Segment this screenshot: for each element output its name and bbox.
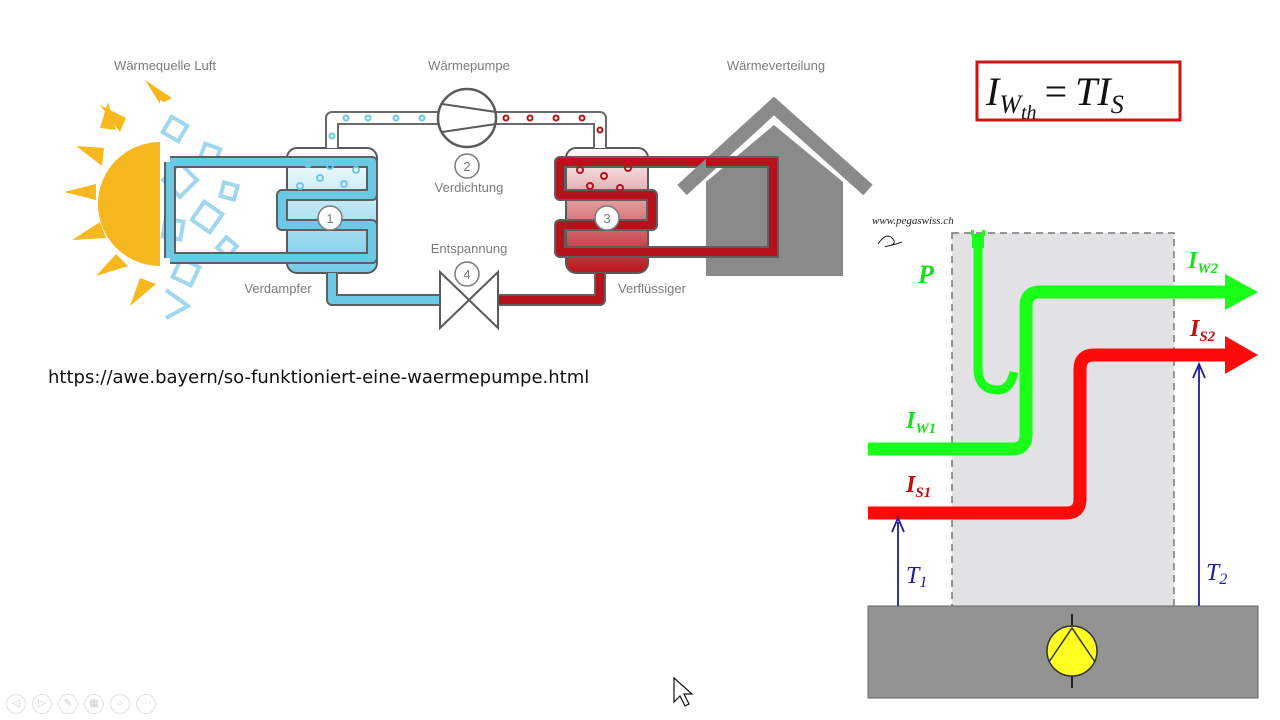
is1-sub: S1 xyxy=(915,485,931,501)
label-compression: Verdichtung xyxy=(435,180,504,195)
label-t2: T2 xyxy=(1206,560,1227,588)
plug-icon xyxy=(971,230,985,248)
step-1-number: 1 xyxy=(326,211,333,226)
iw2-main: I xyxy=(1187,248,1199,274)
more-options-icon[interactable]: ⋯ xyxy=(136,694,156,714)
entropy-flow-line xyxy=(868,348,1228,520)
iw1-main: I xyxy=(905,408,917,434)
expansion-valve-icon xyxy=(439,269,499,331)
mouse-cursor-icon xyxy=(673,676,694,707)
formula-text: IWth =TIS xyxy=(985,69,1124,124)
watermark-url: www.pegaswiss.ch xyxy=(872,215,954,227)
pump-icon xyxy=(1046,614,1098,688)
step-3-circle xyxy=(594,205,620,231)
energy-flow-diagram: T1 T2 P IW1 IW2 IS1 IS2 www.pegaswiss.ch xyxy=(867,215,1259,699)
step-2-circle xyxy=(454,153,480,179)
zoom-icon[interactable]: ⌕ xyxy=(110,694,130,714)
heat-flow-arrowhead xyxy=(1225,274,1258,310)
label-iw2: IW2 xyxy=(1187,248,1219,277)
slides-grid-icon[interactable]: ▦ xyxy=(84,694,104,714)
step-4-circle xyxy=(454,261,480,287)
formula-box: IWth =TIS xyxy=(975,60,1182,124)
t1-sub: 1 xyxy=(919,574,927,591)
label-t1: T1 xyxy=(906,563,927,591)
heat-pump-illustration: 1 2 3 4 Wärmequelle Luft Wärmepumpe Wärm… xyxy=(64,58,873,331)
label-is2: IS2 xyxy=(1189,316,1216,345)
formula-rhs-sub: S xyxy=(1111,90,1124,119)
formula-lhs: I xyxy=(985,69,1001,114)
step-3-number: 3 xyxy=(603,211,610,226)
slide-toolbar: ◁ ▷ ✎ ▦ ⌕ ⋯ xyxy=(6,694,156,714)
house-icon xyxy=(677,96,873,276)
next-slide-icon[interactable]: ▷ xyxy=(32,694,52,714)
formula-lhs-sub1: W xyxy=(999,90,1023,119)
is2-sub: S2 xyxy=(1199,329,1215,345)
label-expansion: Entspannung xyxy=(431,241,508,256)
iw2-sub: W2 xyxy=(1197,261,1218,277)
entropy-flow-arrowhead xyxy=(1225,336,1258,374)
is2-main: I xyxy=(1189,316,1201,342)
step-1-circle xyxy=(317,205,343,231)
heat-flow-line xyxy=(868,285,1228,456)
pen-icon[interactable]: ✎ xyxy=(58,694,78,714)
label-heat-source: Wärmequelle Luft xyxy=(114,58,216,73)
prev-slide-icon[interactable]: ◁ xyxy=(6,694,26,714)
t2-main: T xyxy=(1206,560,1221,586)
t1-main: T xyxy=(906,563,921,589)
label-heat-distribution: Wärmeverteilung xyxy=(727,58,825,73)
step-4-number: 4 xyxy=(463,267,470,282)
label-heat-pump: Wärmepumpe xyxy=(428,58,510,73)
step-2-number: 2 xyxy=(463,159,470,174)
iw1-sub: W1 xyxy=(915,421,936,437)
label-iw1: IW1 xyxy=(905,408,936,437)
label-evaporator: Verdampfer xyxy=(244,281,312,296)
compressor-icon xyxy=(436,87,498,149)
source-url-text[interactable]: https://awe.bayern/so-funktioniert-eine-… xyxy=(48,367,590,388)
label-condenser: Verflüssiger xyxy=(618,281,687,296)
power-flow-line xyxy=(973,240,1019,395)
formula-lhs-sub2: th xyxy=(1021,102,1037,124)
label-is1: IS1 xyxy=(905,472,931,501)
t2-sub: 2 xyxy=(1219,571,1227,588)
formula-rhs: TI xyxy=(1075,69,1112,114)
label-power: P xyxy=(917,260,935,289)
is1-main: I xyxy=(905,472,917,498)
signature-icon xyxy=(877,235,903,248)
formula-equals: = xyxy=(1045,69,1068,114)
